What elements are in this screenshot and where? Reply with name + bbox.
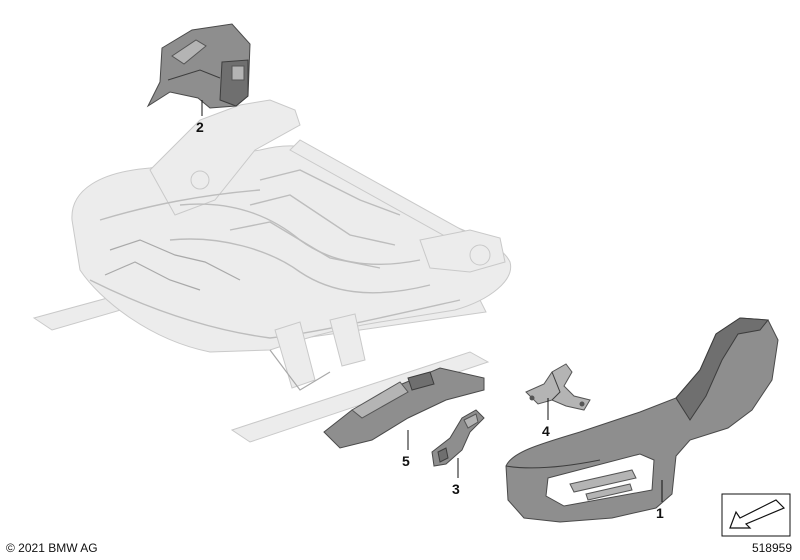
part-1-side-trim-panel[interactable] — [505, 317, 779, 523]
callout-5: 5 — [402, 430, 410, 469]
callout-number: 5 — [402, 453, 410, 469]
callout-number: 3 — [452, 481, 460, 497]
arrow-back-icon[interactable] — [721, 493, 791, 537]
part-2-trim-cover[interactable] — [146, 23, 251, 109]
part-4-mounting-bracket[interactable] — [525, 363, 591, 411]
part-5-trim-strip[interactable] — [323, 367, 485, 449]
seat-frame-ghost — [32, 99, 512, 443]
callout-number: 2 — [196, 119, 204, 135]
callout-3: 3 — [452, 458, 460, 497]
diagram-number: 518959 — [751, 541, 792, 555]
part-3-bracket[interactable] — [431, 409, 485, 467]
copyright-text: © 2021 BMW AG — [6, 541, 98, 555]
callout-number: 4 — [542, 423, 550, 439]
callout-1: 1 — [656, 480, 664, 521]
callout-4: 4 — [542, 398, 550, 439]
callout-number: 1 — [656, 505, 664, 521]
callout-2: 2 — [196, 100, 204, 135]
